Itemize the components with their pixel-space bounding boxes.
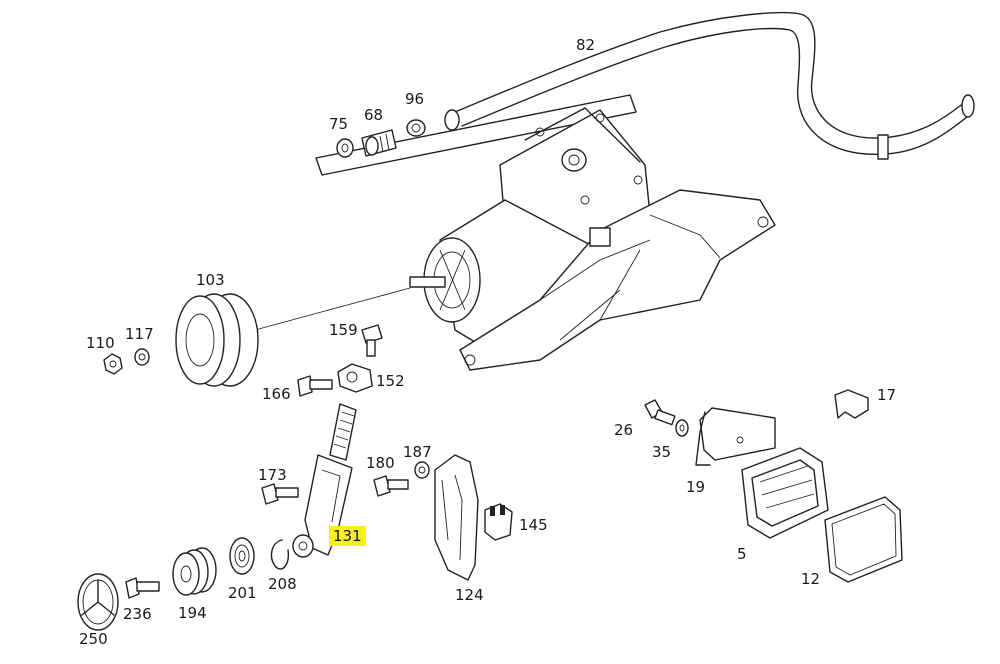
label-159: 159 [329,321,358,339]
label-26: 26 [614,421,634,439]
tensioner-131[interactable] [292,403,357,558]
label-103: 103 [196,271,225,289]
cover-5[interactable] [741,447,829,539]
label-145: 145 [519,516,548,534]
gasket-12[interactable] [824,496,903,583]
label-194: 194 [178,604,207,622]
pulley-194[interactable] [172,547,217,596]
label-208: 208 [268,575,297,593]
label-96: 96 [405,90,425,108]
label-5: 5 [737,545,747,563]
label-173: 173 [258,466,287,484]
bolt-180[interactable] [373,475,409,497]
pulley-103[interactable] [175,293,259,387]
nut-110[interactable] [103,353,123,375]
fitting-panel [315,94,637,176]
bracket-17[interactable] [834,389,869,419]
snap-ring-208[interactable] [270,539,290,570]
label-166: 166 [262,385,291,403]
cover-250[interactable] [77,573,119,631]
label-250: 250 [79,630,108,648]
label-131-highlighted[interactable]: 131 [329,526,366,546]
label-68: 68 [364,106,384,124]
label-201: 201 [228,584,257,602]
clip-145[interactable] [484,503,513,541]
label-19: 19 [686,478,706,496]
bolt-26[interactable] [644,399,676,426]
label-152: 152 [376,372,405,390]
hose-82[interactable] [444,12,975,160]
belt-path-line [254,287,411,331]
label-187: 187 [403,443,432,461]
washer-117[interactable] [134,348,150,366]
label-236: 236 [123,605,152,623]
label-82: 82 [576,36,596,54]
bracket-19[interactable] [695,407,776,466]
clip-96[interactable] [406,119,426,137]
bracket-152[interactable] [337,363,373,393]
bolt-236[interactable] [125,577,160,599]
bracket-124[interactable] [434,454,479,581]
label-75: 75 [329,115,349,133]
bolt-159[interactable] [361,324,383,357]
washer-35[interactable] [675,419,689,437]
washer-187[interactable] [414,461,430,479]
label-124: 124 [455,586,484,604]
bearing-201[interactable] [229,537,255,575]
compressor-assembly[interactable] [409,107,776,371]
label-17: 17 [877,386,897,404]
bolt-173[interactable] [261,483,299,505]
fitting-68[interactable] [361,129,397,157]
label-35: 35 [652,443,672,461]
washer-75[interactable] [336,138,354,158]
label-180: 180 [366,454,395,472]
label-117: 117 [125,325,154,343]
bolt-166[interactable] [297,375,333,397]
label-12: 12 [801,570,821,588]
label-110: 110 [86,334,115,352]
